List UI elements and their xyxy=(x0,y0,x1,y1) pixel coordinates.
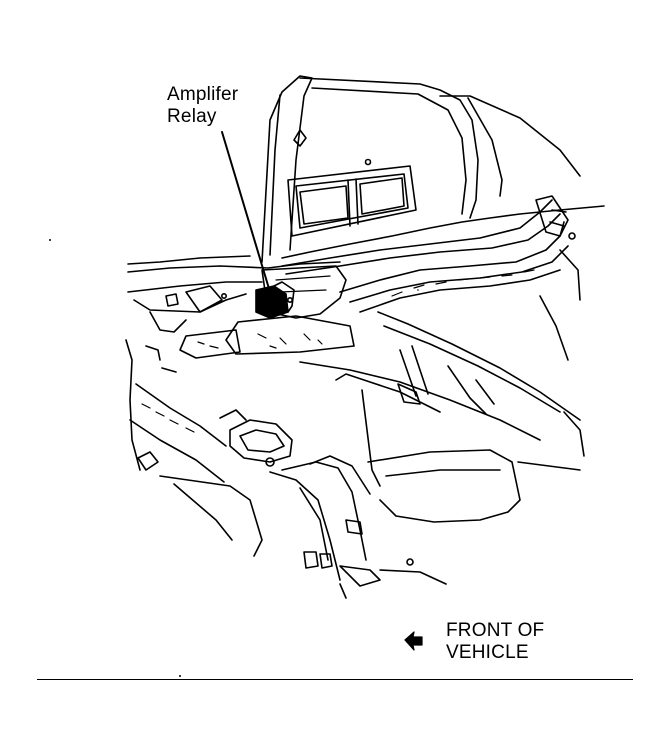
callout-line-2: Relay xyxy=(167,106,217,127)
side-rail xyxy=(281,195,576,313)
rear-pillar xyxy=(261,75,605,263)
callout-leader-line xyxy=(221,131,271,293)
wheel-well xyxy=(219,409,293,467)
legend-line-1: FRONT OF xyxy=(446,620,545,641)
lower-pillar xyxy=(269,455,447,599)
amplifier-relay-label: Amplifer Relay xyxy=(167,84,238,128)
bottom-rule xyxy=(37,679,633,680)
arrow-left-icon xyxy=(404,631,423,651)
floor-pan xyxy=(299,311,581,523)
left-quarter-panel xyxy=(125,339,263,557)
front-of-vehicle-legend: FRONT OF VEHICLE xyxy=(446,620,544,664)
callout-line-1: Amplifer xyxy=(167,84,239,105)
rear-window xyxy=(287,158,417,237)
legend-line-2: VEHICLE xyxy=(446,642,529,663)
deck-bracket xyxy=(127,261,355,359)
amplifier-relay xyxy=(255,281,295,319)
scan-specks xyxy=(49,239,419,677)
trim-details xyxy=(127,249,585,457)
